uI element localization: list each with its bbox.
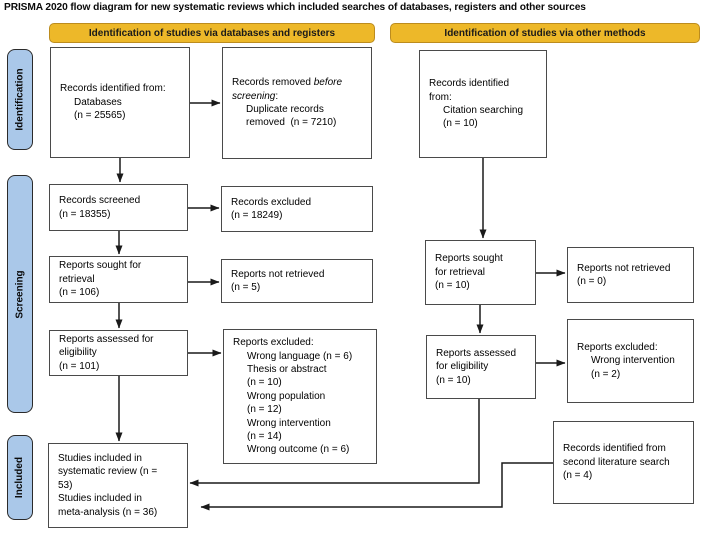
banner-other-methods: Identification of studies via other meth…	[390, 23, 700, 43]
box-other-reports-excluded: Reports excluded:Wrong intervention(n = …	[567, 319, 694, 403]
box-reports-excluded-reasons: Reports excluded:Wrong language (n = 6)T…	[223, 329, 377, 464]
stage-label-included: Included	[7, 435, 33, 520]
arrow-second-search-to-included	[200, 462, 553, 511]
box-records-excluded: Records excluded(n = 18249)	[221, 186, 373, 232]
stage-label-identification-text: Identification	[14, 68, 26, 131]
stage-label-identification: Identification	[7, 49, 33, 150]
stage-label-screening-text: Screening	[14, 269, 26, 319]
box-reports-not-retrieved: Reports not retrieved(n = 5)	[221, 259, 373, 303]
box-records-screened: Records screened(n = 18355)	[49, 184, 188, 231]
diagram-title: PRISMA 2020 flow diagram for new systema…	[4, 2, 586, 13]
stage-label-screening: Screening	[7, 175, 33, 413]
banner-databases-registers: Identification of studies via databases …	[49, 23, 375, 43]
box-records-identified-databases: Records identified from:Databases(n = 25…	[50, 47, 190, 158]
stage-label-included-text: Included	[14, 456, 26, 499]
box-other-reports-not-retrieved: Reports not retrieved(n = 0)	[567, 247, 694, 303]
